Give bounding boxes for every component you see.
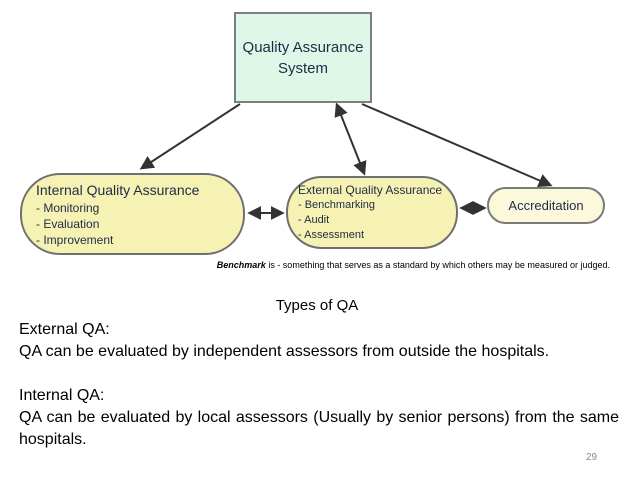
arrow-qas-to-accreditation [361,103,553,187]
external-qa-item-benchmarking: - Benchmarking [298,199,376,211]
benchmark-term: Benchmark [216,260,266,270]
internal-qa-title: Internal Quality Assurance [36,182,200,198]
accreditation-node: Accreditation [487,187,605,224]
external-qa-item-audit: - Audit [298,214,330,226]
internal-qa-item-monitoring: - Monitoring [36,201,100,215]
external-qa-item-assessment: - Assessment [298,229,365,241]
arrow-qas-external [334,102,367,176]
qas-line2: System [277,60,328,77]
external-qa-title: External Quality Assurance [298,183,443,197]
external-qa-label: External QA: [19,321,110,338]
benchmark-definition: is - something that serves as a standard… [265,260,610,270]
internal-qa-item-improvement: - Improvement [36,233,114,247]
qas-line1: Quality Assurance [242,39,364,56]
internal-qa-text: QA can be evaluated by local assessors (… [19,409,619,448]
internal-quality-assurance-node: Internal Quality Assurance - Monitoring … [20,173,245,255]
slide-heading: Types of QA [275,297,359,314]
quality-assurance-system-node: Quality Assurance System [234,12,372,103]
internal-qa-label: Internal QA: [19,387,105,404]
accreditation-label: Accreditation [508,198,584,213]
page-number: 29 [586,452,598,463]
benchmark-note: Benchmark is - something that serves as … [150,259,610,271]
arrow-qas-to-internal [139,103,241,170]
internal-qa-item-evaluation: - Evaluation [36,217,100,231]
external-quality-assurance-node: External Quality Assurance - Benchmarkin… [286,176,458,249]
external-qa-text: QA can be evaluated by independent asses… [19,343,550,360]
